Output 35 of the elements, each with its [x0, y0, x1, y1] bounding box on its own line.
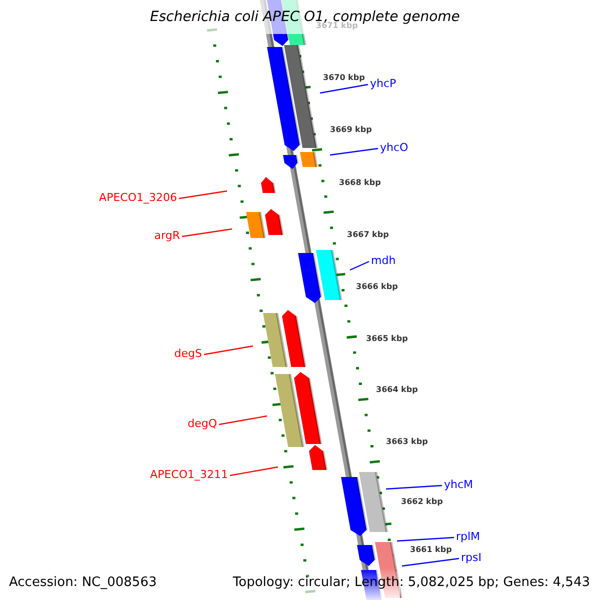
leader-line: [230, 466, 278, 476]
gene-label: degQ: [188, 418, 217, 429]
scale-label: 3666 kbp: [356, 283, 398, 291]
scale-label: 3661 kbp: [410, 546, 452, 554]
gene-label: yhcO: [380, 142, 408, 153]
scale-label: 3665 kbp: [366, 335, 408, 343]
leader-line: [386, 484, 442, 490]
leader-line: [204, 345, 254, 356]
leader-line: [218, 415, 268, 426]
gene-label: rpsI: [461, 552, 482, 563]
leader-line: [320, 84, 368, 94]
gene-label: yhcM: [444, 479, 474, 490]
leader-line: [350, 260, 370, 271]
gene-label: mdh: [371, 255, 396, 266]
scale-label: 3664 kbp: [376, 386, 418, 394]
leader-line: [396, 536, 454, 542]
gene-label: APECO1_3206: [99, 192, 177, 203]
scale-label: 3670 kbp: [323, 74, 365, 82]
leader-line: [178, 190, 228, 200]
genome-summary: Topology: circular; Length: 5,082,025 bp; Genes: 4,543: [232, 576, 590, 589]
scale-label: 3663 kbp: [386, 438, 428, 446]
accession-label: Accession: NC_008563: [9, 576, 157, 589]
gene-label: degS: [174, 348, 202, 359]
leader-line: [182, 228, 232, 238]
scale-label: 3669 kbp: [330, 126, 372, 134]
gene-label: yhcP: [370, 78, 396, 89]
leader-line: [402, 558, 460, 567]
scale-label: 3667 kbp: [347, 231, 389, 239]
leader-line: [330, 148, 378, 156]
scale-label: 3668 kbp: [339, 179, 381, 187]
scale-label: 3671 kbp: [316, 22, 358, 30]
gene-label: argR: [154, 230, 180, 241]
gene-label: rplM: [456, 531, 480, 542]
scale-label: 3662 kbp: [401, 498, 443, 506]
gene-label: APECO1_3211: [150, 469, 228, 480]
